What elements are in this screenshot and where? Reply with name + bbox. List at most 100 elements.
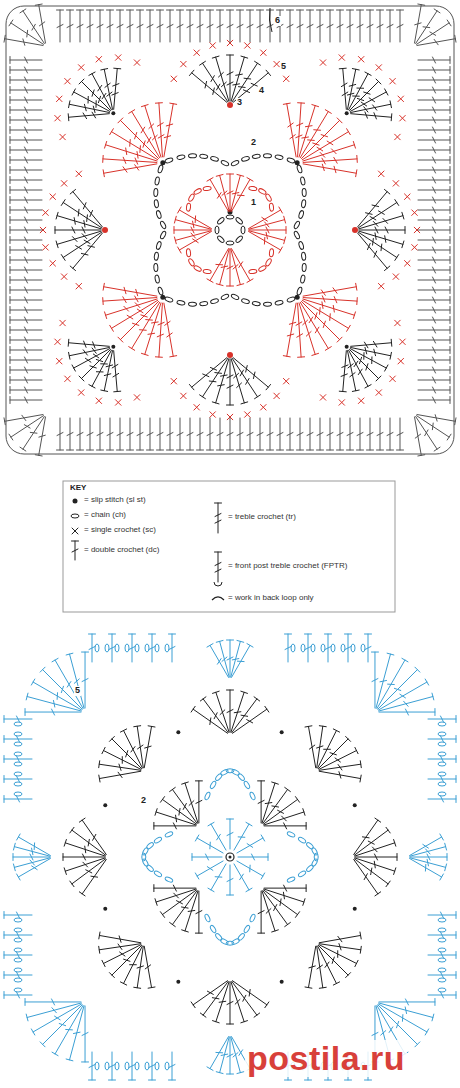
chain-oval	[287, 876, 296, 883]
stitch-bar	[205, 81, 207, 88]
stitch-bar	[95, 101, 96, 108]
stitch-top	[109, 634, 116, 635]
stitch-top	[391, 114, 393, 121]
stitch-bar	[136, 289, 138, 295]
stitch-bar	[434, 39, 438, 44]
stitch-bar	[267, 433, 273, 436]
stitch-bar	[415, 23, 421, 25]
stitch-top	[258, 933, 265, 934]
chain-oval	[215, 933, 223, 942]
chain-oval	[293, 220, 300, 229]
chain-oval	[157, 287, 163, 296]
sc-mark	[390, 78, 396, 84]
stitch-top	[170, 103, 177, 104]
stitch-top	[79, 376, 84, 381]
stitch-bar	[265, 222, 269, 227]
stitch-bar	[441, 716, 444, 722]
stitch-bar	[284, 823, 287, 829]
stitch-bar	[274, 905, 277, 911]
stitch-bar	[25, 377, 28, 383]
stitch-post	[175, 220, 211, 230]
stitch-post	[74, 92, 110, 111]
stitch-top	[89, 72, 95, 75]
sc-mark	[72, 528, 78, 534]
chain-oval	[438, 762, 446, 766]
stitch-post	[347, 351, 355, 391]
stitch-post	[112, 132, 158, 160]
stitch-post	[308, 946, 315, 987]
stitch-top	[191, 1002, 195, 1008]
sc-mark	[56, 358, 62, 364]
stitch-post	[220, 249, 230, 285]
chain-oval	[14, 928, 22, 932]
key-frame	[63, 481, 395, 612]
stitch-post	[358, 232, 396, 257]
chain-oval	[217, 217, 225, 225]
sc-mark	[283, 76, 289, 82]
chain-oval	[164, 831, 173, 838]
stitch-bar	[25, 187, 28, 193]
stitch-post	[120, 301, 158, 339]
stitch-bar	[132, 323, 138, 325]
stitch-bar	[432, 423, 434, 430]
stitch-bar	[247, 433, 253, 436]
sc-mark	[245, 43, 251, 49]
sc-mark	[78, 65, 84, 71]
stitch-bar	[375, 854, 378, 860]
stitch-bar	[215, 876, 222, 877]
round-number: 3	[236, 98, 243, 108]
legend-entry: = slip stitch (sl st)	[84, 496, 146, 505]
stitch-top	[391, 339, 393, 346]
sc-mark	[181, 393, 187, 399]
stitch-post	[112, 945, 142, 975]
stitch-bar	[374, 349, 376, 355]
stitch-top	[117, 450, 124, 451]
stitch-bar	[167, 333, 172, 337]
stitch-bar	[237, 383, 242, 388]
chain-oval	[438, 988, 446, 992]
sc-mark	[96, 56, 102, 62]
stitch-top	[450, 67, 451, 74]
stitch-top	[102, 298, 103, 305]
chain-oval	[71, 514, 79, 518]
stitch-post	[417, 39, 455, 46]
stitch-bar	[25, 177, 28, 183]
stitch-top	[367, 450, 374, 451]
chain-oval	[220, 160, 229, 167]
stitch-bar	[149, 647, 155, 650]
slip-stitch-dot	[227, 352, 233, 358]
stitch-top	[10, 237, 11, 244]
sc-mark	[393, 274, 399, 280]
sc-mark	[320, 60, 326, 66]
chain-oval	[438, 722, 446, 726]
slip-stitch-dot	[111, 345, 115, 349]
chain-oval	[156, 210, 162, 219]
chain-oval	[300, 177, 305, 186]
stitch-bar	[149, 1065, 155, 1068]
stitch-top	[327, 10, 334, 11]
stitch-bar	[397, 25, 403, 28]
stitch-post	[211, 864, 226, 890]
stitch-top	[4, 912, 5, 919]
stitch-top	[434, 447, 440, 451]
stitch-bar	[57, 693, 58, 700]
stitch-top	[66, 653, 73, 655]
stitch-top	[129, 634, 136, 635]
stitch-top	[99, 946, 100, 953]
stitch-top	[337, 118, 342, 123]
stitch-bar	[131, 747, 135, 752]
chain-oval	[243, 780, 251, 789]
stitch-bar	[441, 932, 444, 938]
stitch-bar	[24, 425, 30, 428]
slip-stitch-dot	[111, 111, 115, 115]
stitch-bar	[239, 1050, 243, 1056]
stitch-bar	[325, 647, 331, 650]
stitch-top	[285, 634, 292, 635]
stitch-top	[450, 247, 451, 254]
stitch-post	[354, 820, 378, 854]
sc-mark	[376, 65, 382, 71]
stitch-bar	[221, 82, 226, 87]
stitch-bar	[241, 715, 248, 716]
stitch-bar	[405, 1007, 406, 1014]
